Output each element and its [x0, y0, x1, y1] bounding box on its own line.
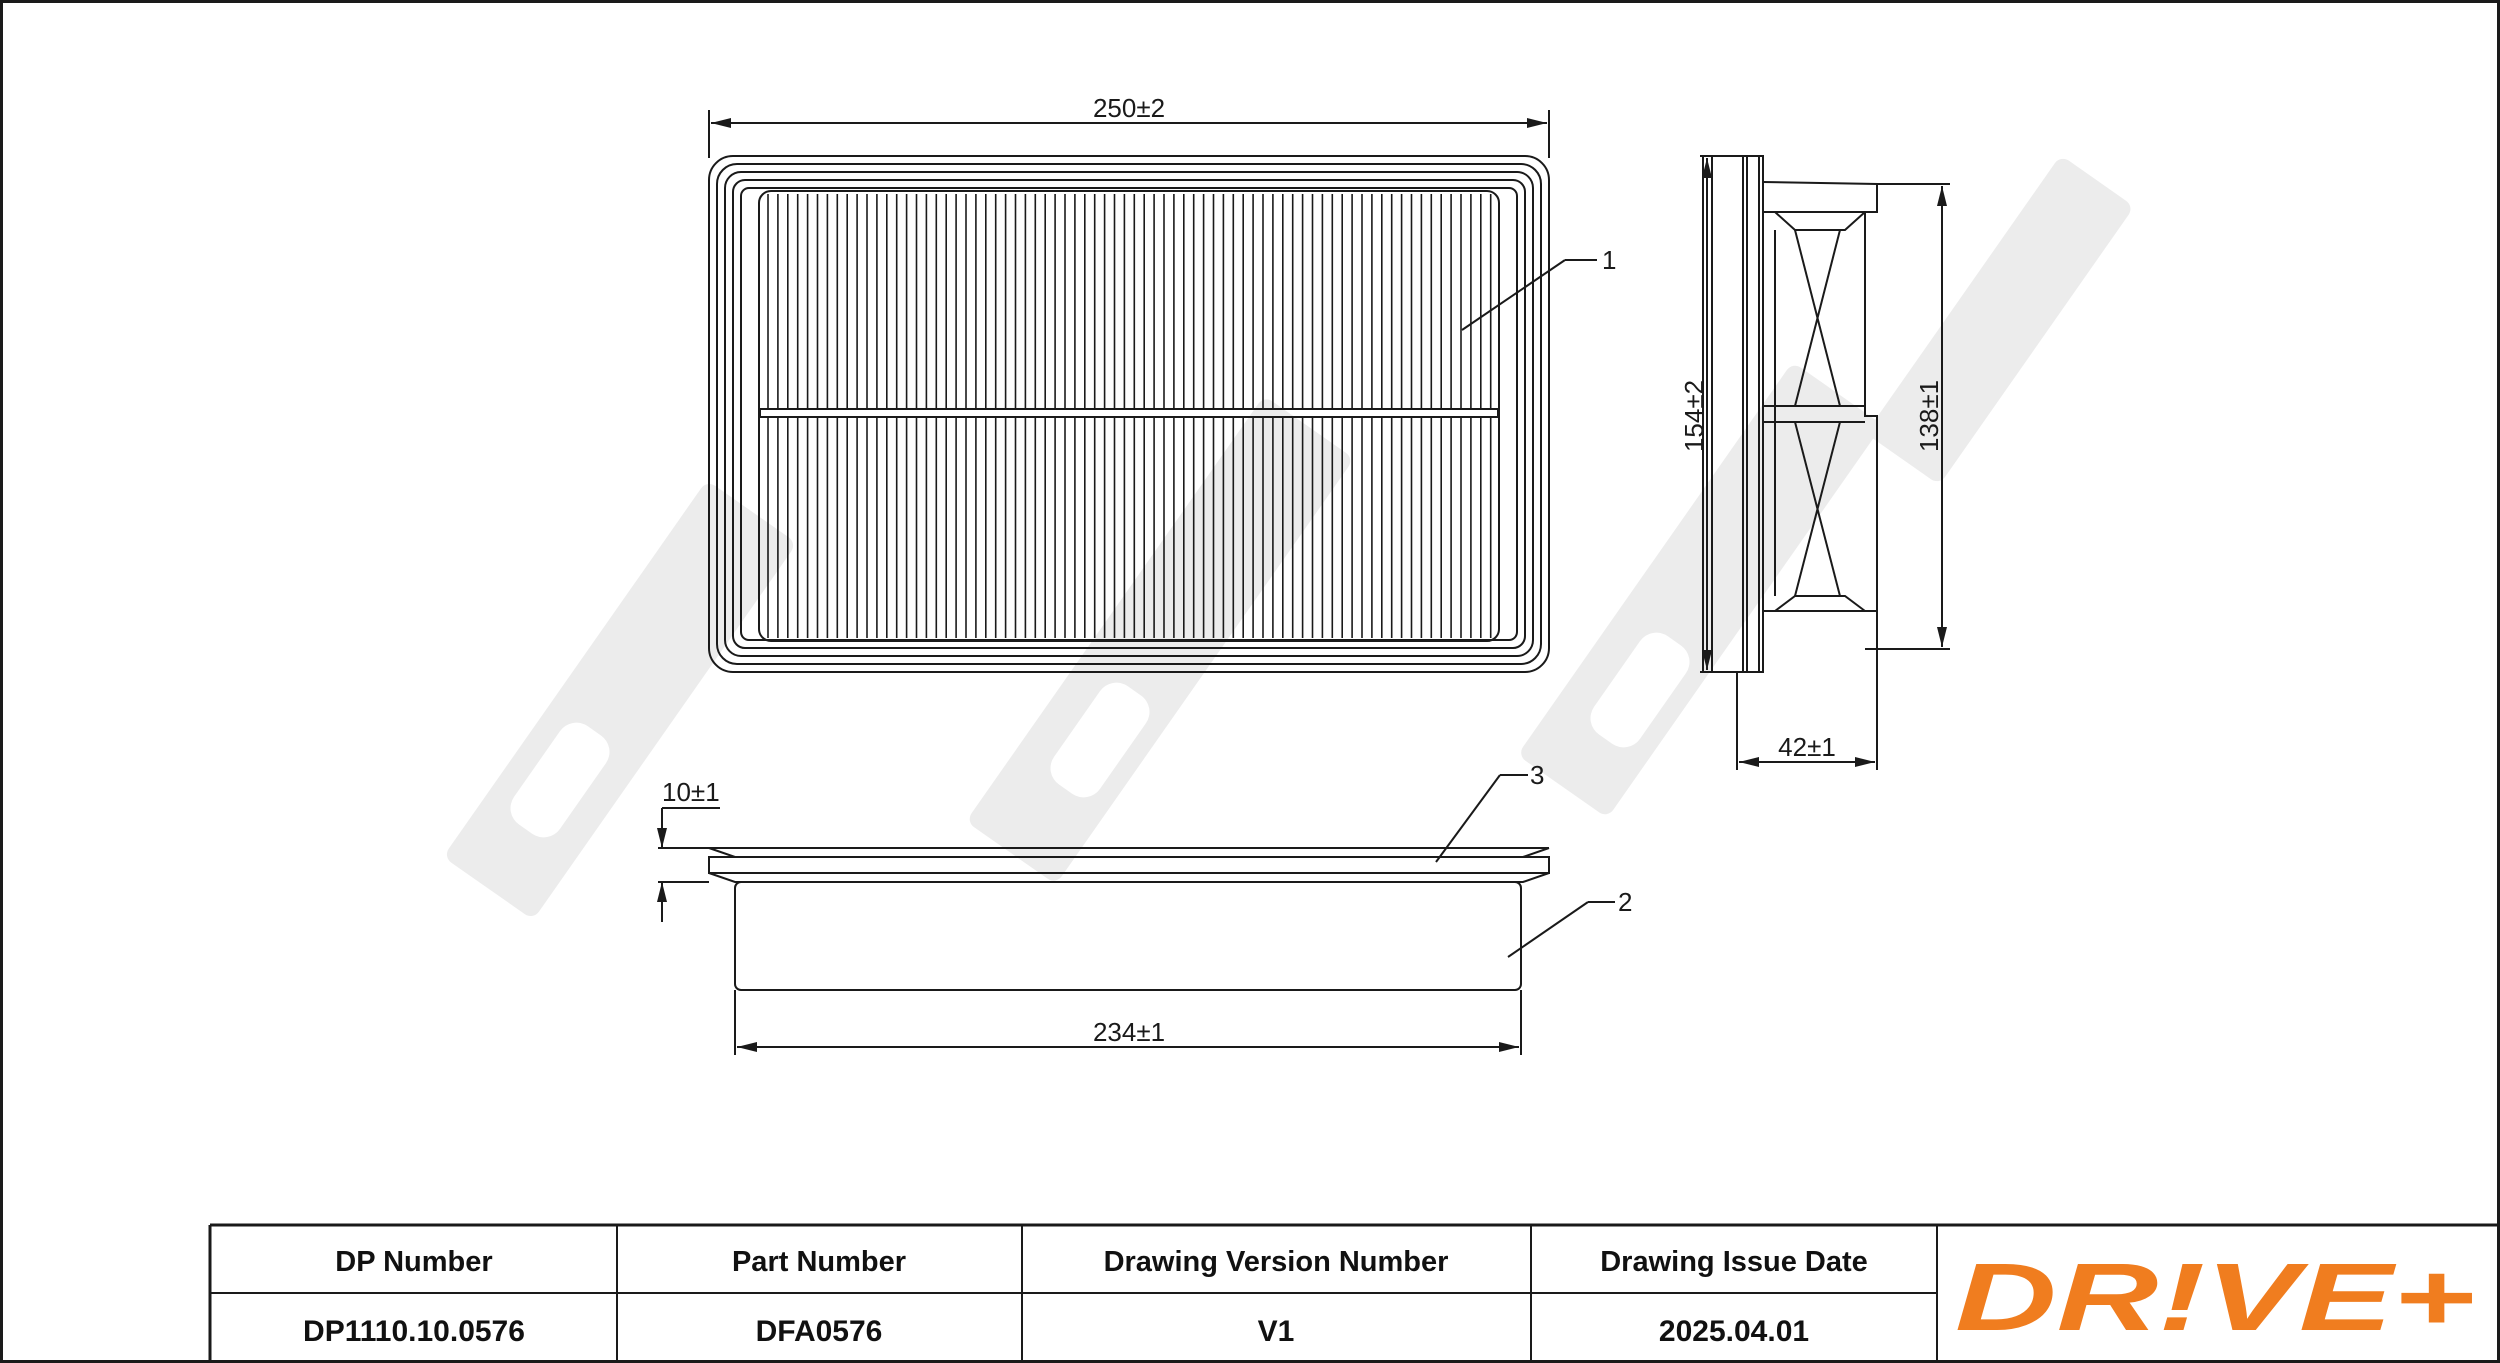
- dimension-width-label: 154±2: [1679, 380, 1709, 452]
- filter-pleats: [767, 194, 1492, 638]
- dimension-length-label: 250±2: [1093, 93, 1165, 123]
- header-part-number: Part Number: [732, 1246, 906, 1278]
- dimension-length: 250±2: [708, 93, 1550, 158]
- callout-3-label: 3: [1530, 760, 1544, 790]
- drive-plus-logo: DR!VE+: [1955, 1244, 2475, 1351]
- dimension-depth: 42±1: [1736, 611, 1878, 770]
- filter-top-view: [708, 155, 1550, 673]
- callout-1-label: 1: [1602, 245, 1616, 275]
- dimension-frame-thickness: 10±1: [657, 777, 720, 922]
- callout-2-label: 2: [1618, 887, 1632, 917]
- header-drawing-issue-date: Drawing Issue Date: [1600, 1246, 1868, 1278]
- header-dp-number: DP Number: [335, 1246, 492, 1278]
- dimension-depth-label: 42±1: [1778, 732, 1836, 762]
- filter-side-view: [1702, 155, 1878, 673]
- value-drawing-version-number: V1: [1258, 1315, 1295, 1348]
- dimension-bottom-length: 234±1: [734, 990, 1522, 1055]
- callout-2: 2: [1507, 887, 1632, 958]
- dimension-width: 154±2: [1679, 155, 1742, 673]
- watermark-cutouts: [510, 632, 1690, 838]
- value-dp-number: DP1110.10.0576: [303, 1315, 525, 1348]
- dimension-inner-height: 138±1: [1865, 183, 1950, 650]
- dimension-inner-height-label: 138±1: [1914, 380, 1944, 452]
- value-drawing-issue-date: 2025.04.01: [1659, 1315, 1809, 1348]
- value-part-number: DFA0576: [756, 1315, 883, 1348]
- header-drawing-version-number: Drawing Version Number: [1104, 1246, 1449, 1278]
- callout-1: 1: [1461, 245, 1616, 331]
- filter-front-view: [708, 847, 1550, 991]
- dimension-frame-thickness-label: 10±1: [662, 777, 720, 807]
- dimension-bottom-length-label: 234±1: [1093, 1017, 1165, 1047]
- callout-3: 3: [1435, 760, 1544, 863]
- title-block: DP Number Part Number Drawing Version Nu…: [208, 1223, 2498, 1362]
